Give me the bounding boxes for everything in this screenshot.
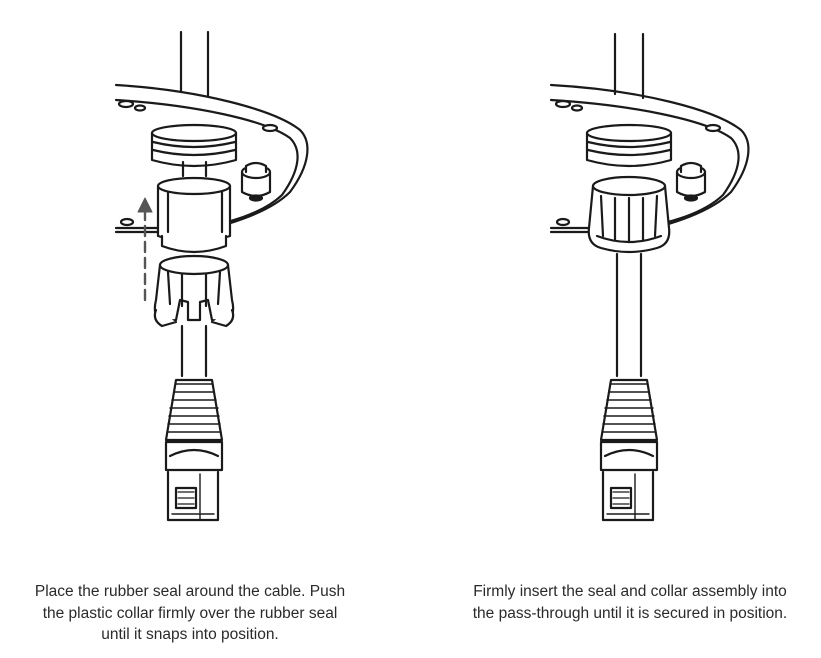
step-2-illustration [411, 0, 821, 658]
rubber-seal [156, 176, 232, 254]
network-cable [615, 252, 643, 378]
screw-post [675, 161, 707, 202]
caption-line: Firmly insert the seal and collar assemb… [473, 583, 787, 600]
threaded-pass-through [585, 123, 673, 168]
seal-collar-assembly [587, 175, 671, 254]
connector-boot [599, 378, 659, 442]
caption-line: the plastic collar firmly over the rubbe… [42, 604, 338, 622]
network-cable [180, 324, 208, 378]
rj45-connector [599, 440, 659, 522]
rj45-connector [164, 440, 224, 522]
mounting-pole [179, 30, 210, 98]
step-1-drawing [114, 30, 309, 522]
caption-line: Place the rubber seal around the cable. … [34, 583, 346, 600]
caption-line: the pass-through until it is secured in … [472, 604, 788, 622]
plastic-collar [153, 254, 235, 328]
caption-line: until it snaps into position. [101, 626, 279, 643]
push-direction-arrow [137, 197, 153, 302]
connector-boot [164, 378, 224, 442]
step-2-drawing [549, 32, 750, 522]
step-1-caption: Place the rubber seal around the cable. … [0, 581, 380, 646]
threaded-pass-through [150, 123, 238, 178]
screw-post [240, 161, 272, 202]
mounting-pole [613, 32, 645, 100]
step-1-illustration [114, 30, 309, 522]
step-2-caption: Firmly insert the seal and collar assemb… [440, 581, 820, 624]
